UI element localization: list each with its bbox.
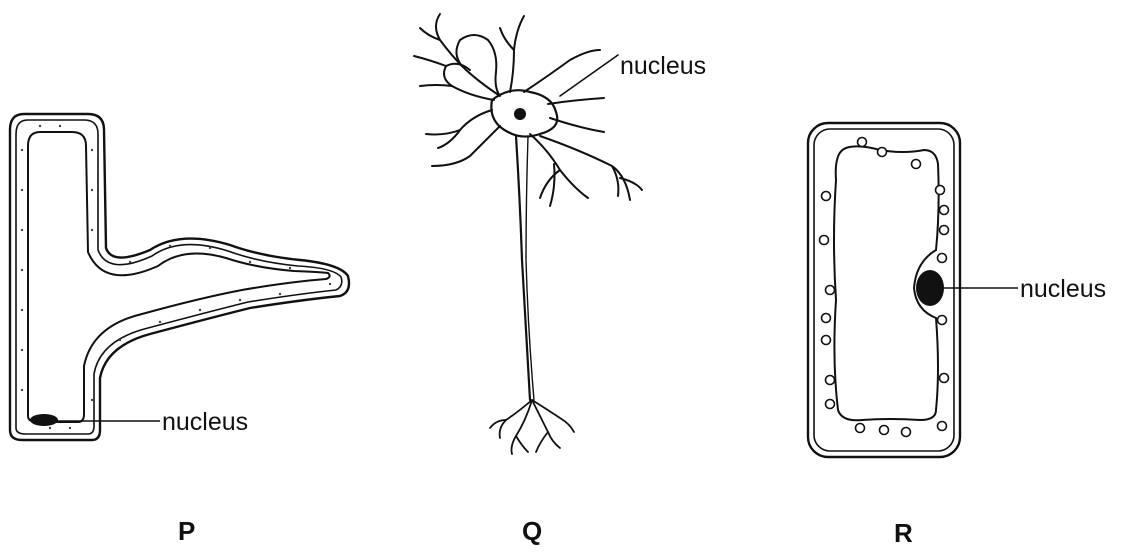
cell-p-letter: P [178, 516, 195, 546]
cell-p-nucleus-label: nucleus [162, 408, 248, 436]
cell-r-nucleus-label: nucleus [1020, 275, 1106, 303]
cell-p-inner-membrane [28, 132, 330, 422]
cell-r-letter: R [894, 518, 913, 548]
cell-p-nucleus [30, 414, 58, 426]
cell-p-wall-layer [16, 120, 342, 434]
cell-p-cytoplasm-dots [21, 125, 331, 429]
cell-q-axon-terminals [490, 400, 574, 454]
cell-p: nucleus P [10, 114, 349, 546]
cell-r: nucleus R [808, 123, 1106, 548]
cell-p-outline [10, 114, 349, 440]
cell-q [414, 14, 642, 454]
cell-q-axon [516, 136, 530, 400]
cell-q-letter: Q [522, 516, 542, 546]
cell-r-nucleus [916, 270, 944, 306]
cell-p-outer-wall [10, 114, 349, 440]
cell-q-nucleus-label: nucleus [620, 52, 706, 80]
cell-q-nucleus [514, 108, 526, 120]
